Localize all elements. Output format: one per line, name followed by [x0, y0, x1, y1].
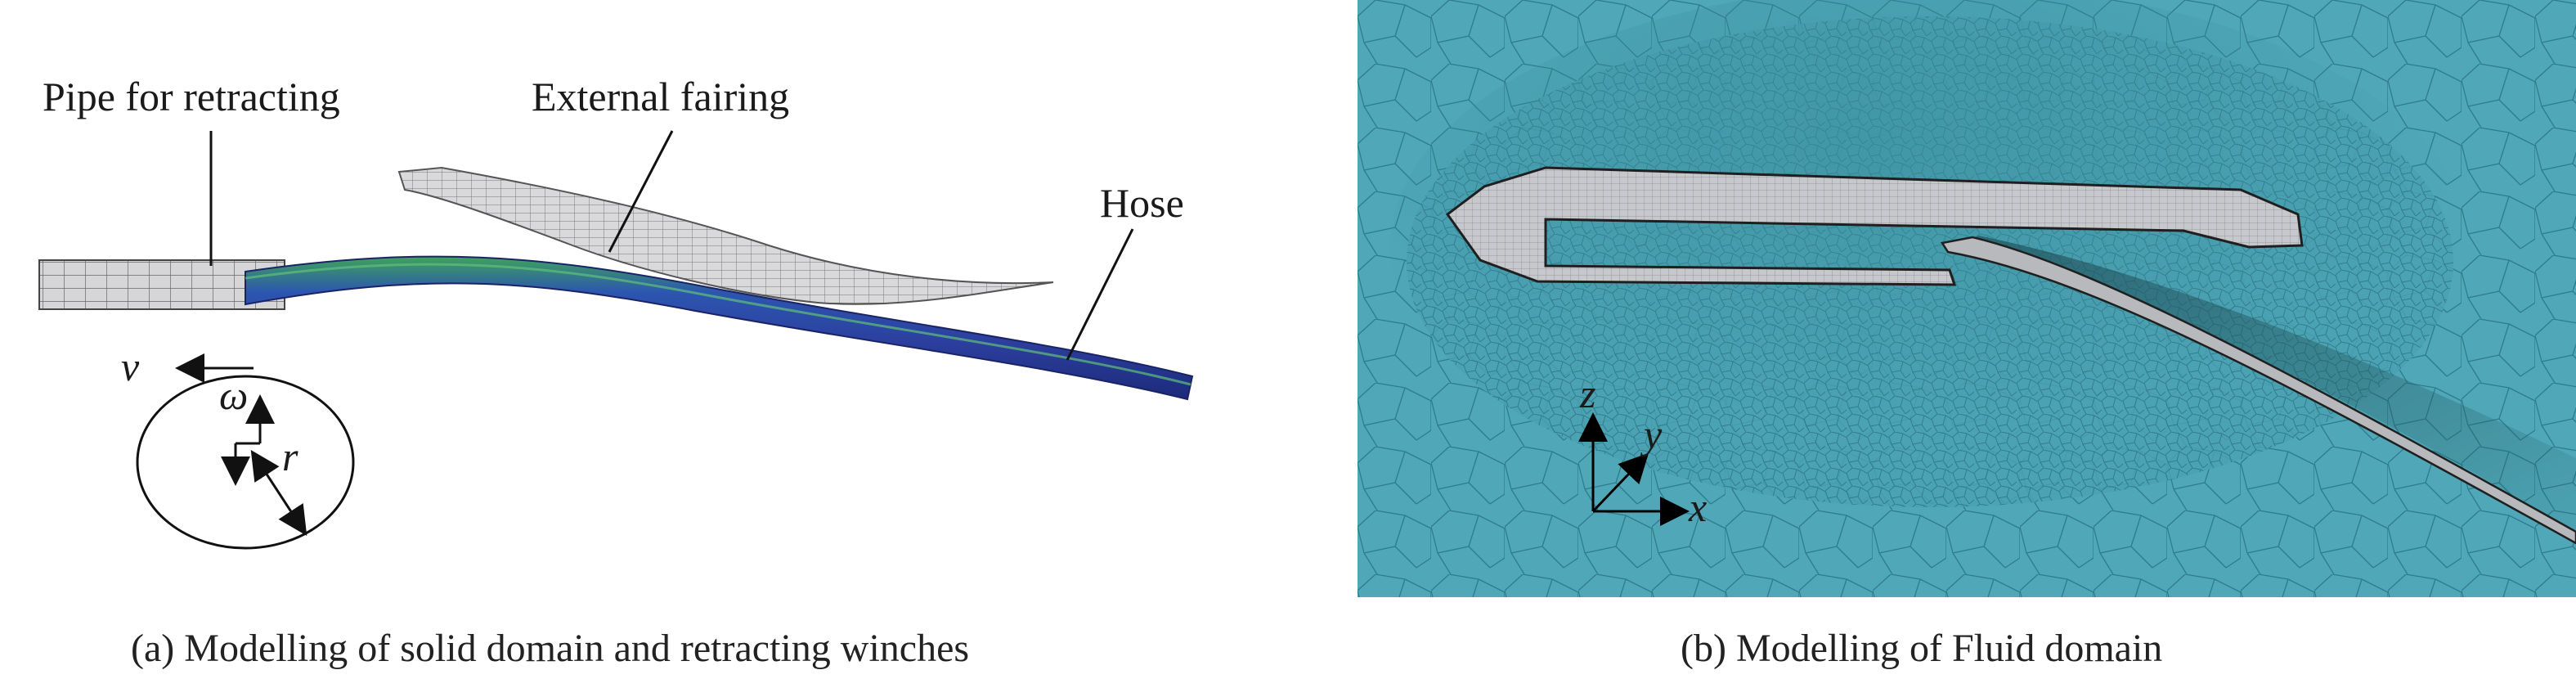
leader-fairing	[608, 130, 674, 253]
leader-hose	[1066, 228, 1134, 361]
solid-body	[1445, 166, 2304, 286]
label-pipe: Pipe for retracting	[43, 74, 340, 119]
retracting-pipe	[38, 259, 285, 310]
axis-label-x: x	[1688, 484, 1707, 530]
caption-fluid-domain: (b) Modelling of Fluid domain	[1681, 627, 2163, 670]
axis-label-y: y	[1640, 411, 1663, 457]
hose	[245, 255, 1194, 401]
external-fairing	[397, 166, 1054, 305]
fluid-hose	[1940, 236, 2576, 545]
radius-arrow	[250, 449, 307, 537]
fluid-domain-diagram: z y x	[1358, 0, 2576, 597]
symbol-v: v	[121, 344, 140, 389]
winch-circle	[136, 375, 355, 550]
panel-fluid-domain: z y x	[1358, 0, 2576, 679]
label-fairing: External fairing	[532, 74, 789, 119]
caption-solid-domain: (a) Modelling of solid domain and retrac…	[131, 627, 970, 670]
label-hose: Hose	[1100, 180, 1184, 226]
symbol-r: r	[282, 434, 298, 479]
coordinate-axes: z y x	[1578, 371, 1707, 530]
axis-label-z: z	[1579, 371, 1595, 416]
y-axis	[1591, 452, 1649, 513]
solid-domain-diagram: Pipe for retracting External fairing Hos…	[38, 74, 1194, 550]
symbol-omega: ω	[219, 372, 248, 418]
refinement-zone	[1390, 0, 2470, 507]
hose-highlight	[245, 263, 1192, 386]
panel-solid-domain: Pipe for retracting External fairing Hos…	[38, 74, 1194, 550]
